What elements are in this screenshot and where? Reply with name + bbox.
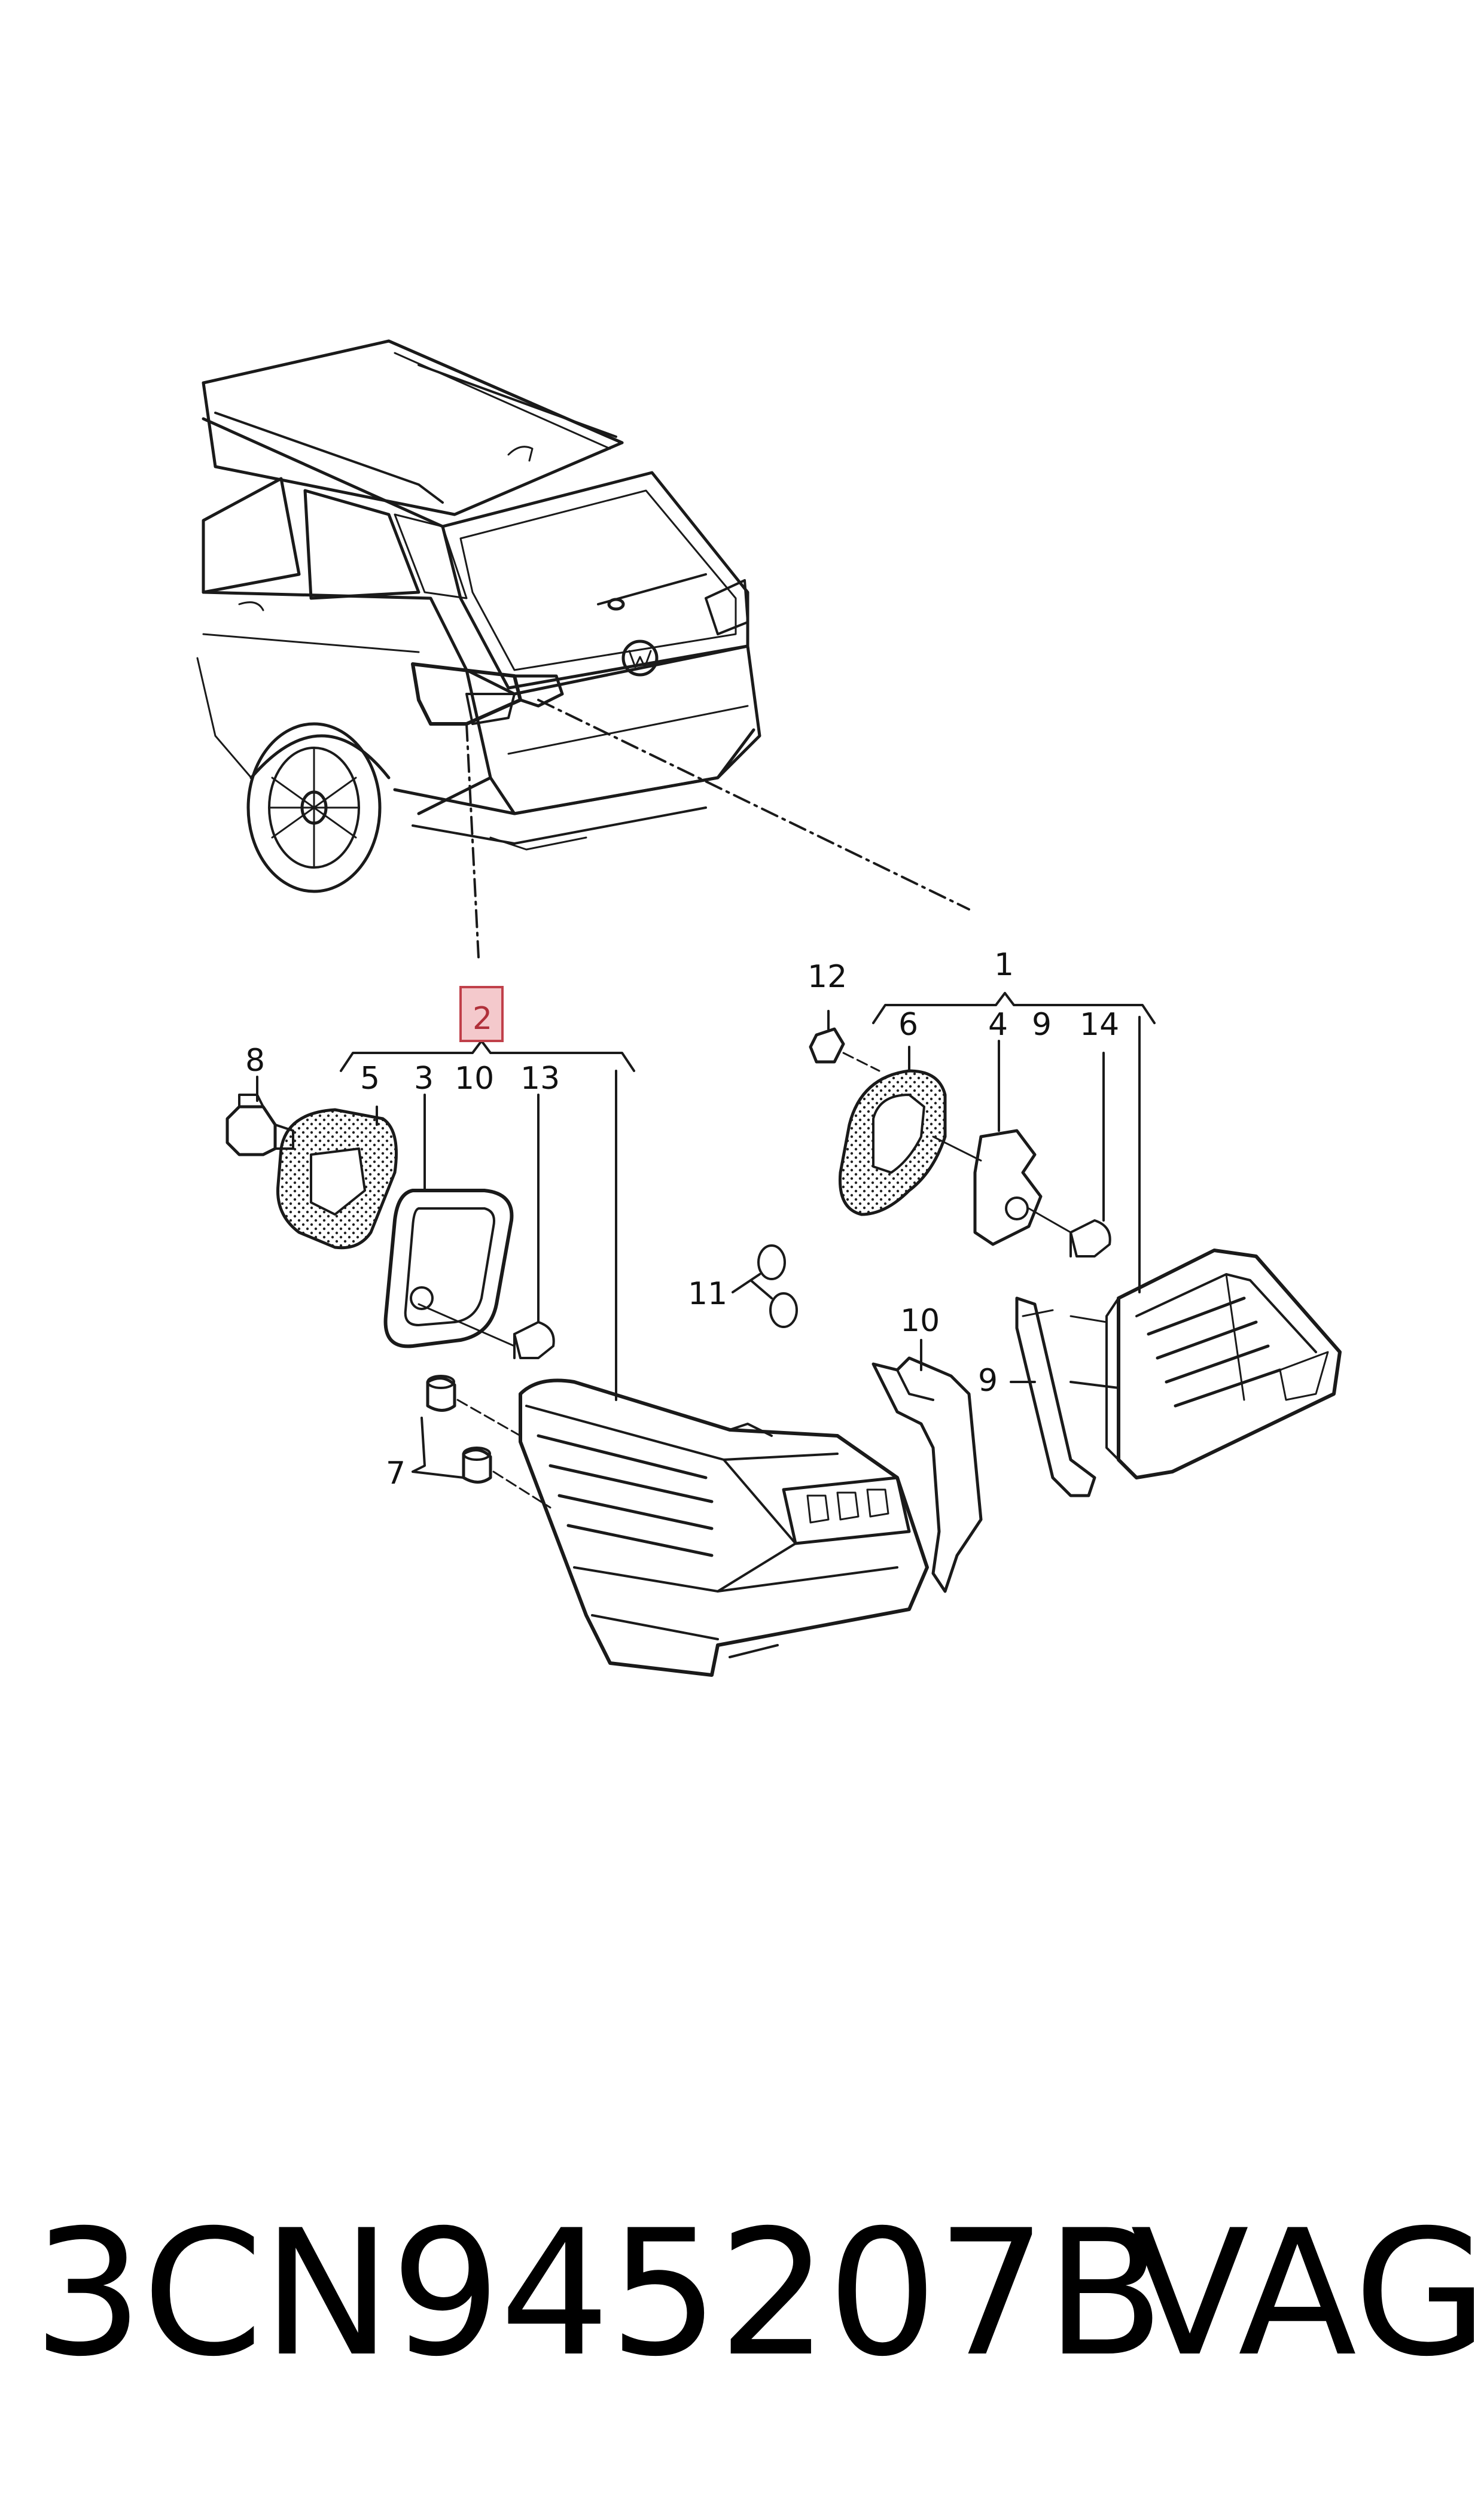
part-11-caps bbox=[732, 1244, 798, 1328]
callout-9-strip: 9 bbox=[978, 1363, 998, 1399]
callout-12: 12 bbox=[807, 959, 847, 995]
part-6-gasket bbox=[838, 1046, 982, 1216]
part-7-grommets bbox=[412, 1375, 551, 1509]
callout-1: 1 bbox=[994, 947, 1014, 983]
callout-9-group: 9 bbox=[1032, 1007, 1052, 1043]
callout-3: 3 bbox=[414, 1061, 434, 1097]
part-2-outer-tail-light bbox=[519, 1070, 929, 1677]
callout-10-bracket: 10 bbox=[900, 1303, 940, 1339]
callout-7: 7 bbox=[386, 1456, 406, 1491]
callout-2-highlight bbox=[459, 986, 504, 1042]
part-13-bulb bbox=[418, 1094, 555, 1359]
callout-13: 13 bbox=[520, 1061, 560, 1097]
part-5-gasket bbox=[276, 1106, 398, 1250]
callout-8: 8 bbox=[245, 1043, 265, 1079]
callout-5: 5 bbox=[360, 1061, 380, 1097]
part-10-bracket bbox=[871, 1339, 983, 1593]
part-12-nut bbox=[809, 1010, 880, 1072]
exploded-parts-diagram: 1 2 3 4 5 6 7 8 9 9 10 10 11 12 13 14 bbox=[196, 339, 1342, 1677]
part-3-seal-frame bbox=[383, 1094, 514, 1348]
callout-2: 2 bbox=[473, 1001, 492, 1037]
part-14-bulb bbox=[1069, 1052, 1111, 1258]
callout-14: 14 bbox=[1080, 1007, 1119, 1043]
part-4-bulb-carrier bbox=[973, 1040, 1072, 1246]
brand-label: VAG bbox=[1130, 2193, 1484, 2395]
part-number-label: 3CN945207B bbox=[33, 2193, 1165, 2395]
part-1-inner-tail-light bbox=[1069, 1016, 1342, 1479]
callout-11: 11 bbox=[688, 1276, 727, 1312]
vehicle-illustration bbox=[196, 339, 761, 893]
callout-10-group: 10 bbox=[455, 1061, 494, 1097]
callout-4: 4 bbox=[988, 1007, 1008, 1043]
callout-6: 6 bbox=[898, 1007, 918, 1043]
part-9-cover-strip bbox=[1010, 1296, 1120, 1497]
